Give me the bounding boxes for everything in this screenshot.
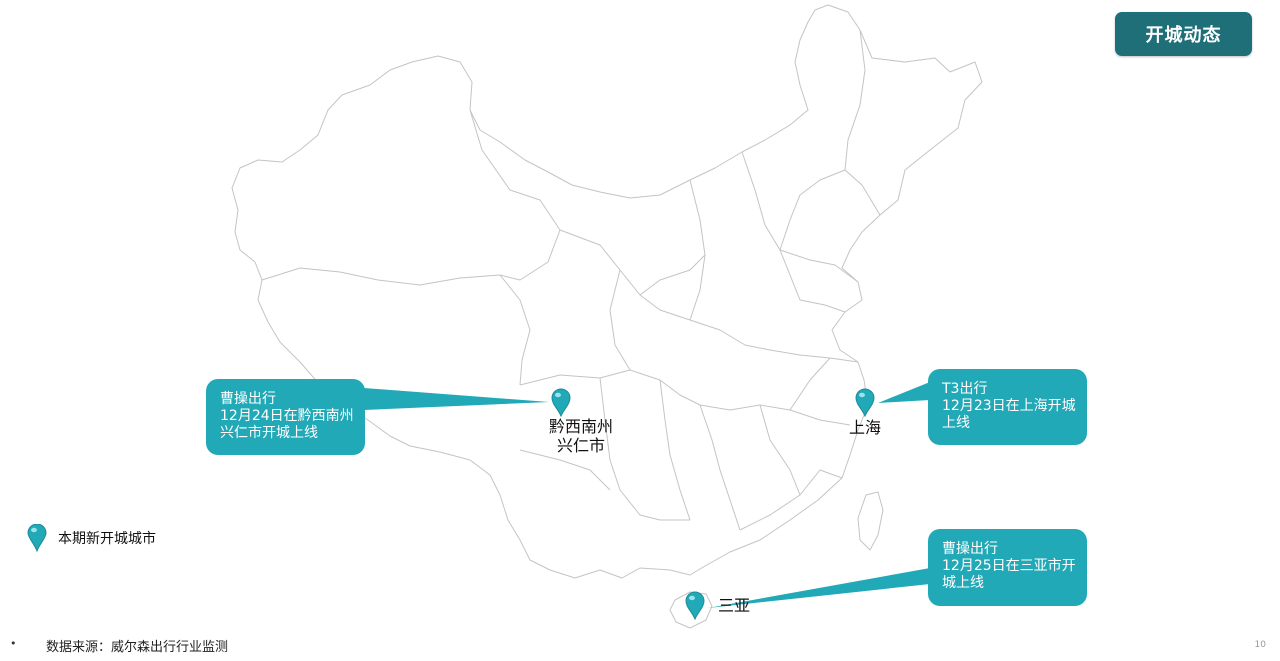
callout-pointer-shanghai [878, 382, 930, 403]
callout-line: 12月25日在三亚市开 [942, 558, 1076, 574]
callout-shanghai: T3出行 12月23日在上海开城 上线 [928, 369, 1087, 445]
callout-sanya: 曹操出行 12月25日在三亚市开 城上线 [928, 529, 1087, 606]
map-pin-icon [855, 388, 875, 418]
country-outline [231, 4, 983, 579]
city-label-shanghai: 上海 [848, 418, 881, 437]
page-number: 10 [1254, 640, 1266, 650]
map-pin-icon [551, 388, 571, 418]
page-title: 开城动态 [1115, 12, 1252, 56]
callout-line: T3出行 [942, 381, 988, 397]
callout-line: 兴仁市开城上线 [220, 425, 318, 441]
callout-pointer-qianxinan [364, 388, 549, 410]
callout-line: 城上线 [942, 575, 984, 591]
data-source-note: 数据来源：威尔森出行行业监测 [46, 640, 229, 655]
city-label-qianxinan: 黔西南州 兴仁市 [548, 417, 613, 455]
map-pin-icon [27, 524, 47, 552]
map-pin-icon [685, 591, 705, 621]
callout-qianxinan: 曹操出行 12月24日在黔西南州 兴仁市开城上线 [206, 379, 365, 455]
callout-line: 上线 [942, 415, 970, 431]
callout-line: 12月23日在上海开城 [942, 398, 1076, 414]
callout-line: 12月24日在黔西南州 [220, 408, 354, 424]
taiwan-outline [857, 491, 884, 551]
footer-bullet: • [10, 637, 17, 650]
legend-label: 本期新开城城市 [58, 531, 156, 547]
callout-line: 曹操出行 [942, 541, 998, 557]
callout-pointer-sanya [708, 568, 930, 608]
legend: 本期新开城城市 [26, 524, 156, 552]
callout-line: 曹操出行 [220, 391, 276, 407]
city-label-sanya: 三亚 [717, 596, 750, 615]
